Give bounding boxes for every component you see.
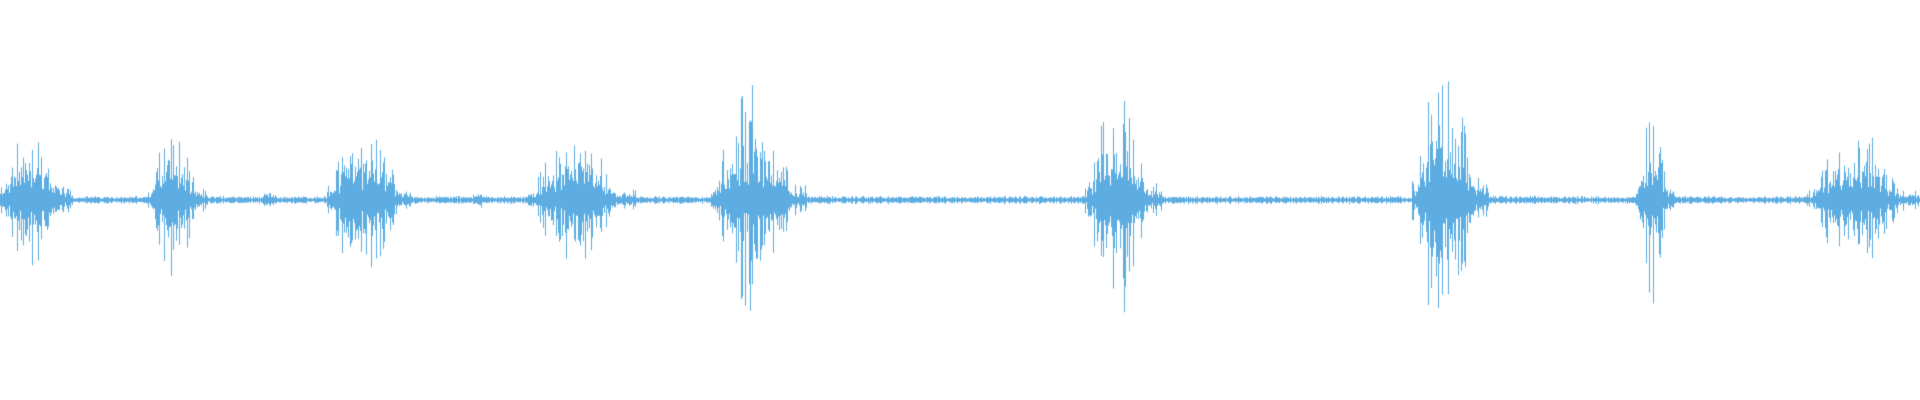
audio-waveform [0, 0, 1920, 400]
waveform-display [0, 0, 1920, 400]
